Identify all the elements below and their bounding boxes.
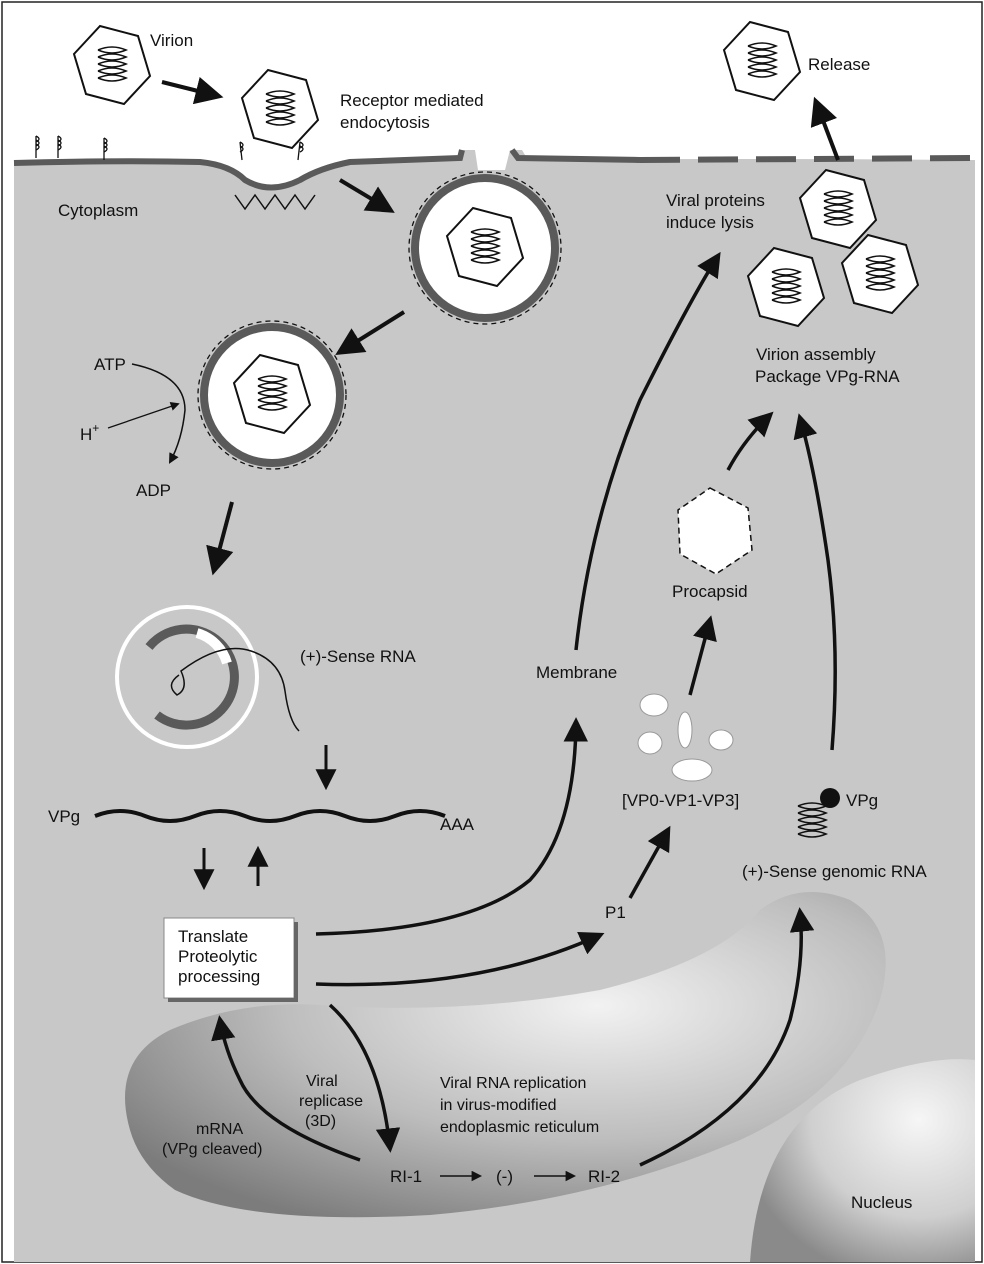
label-cytoplasm: Cytoplasm: [58, 201, 138, 220]
label-assembly-2: Package VPg-RNA: [755, 367, 900, 386]
arrow-to-uncoating: [206, 501, 234, 576]
label-adp: ADP: [136, 481, 171, 500]
label-replication-1: Viral RNA replication: [440, 1075, 586, 1092]
label-membrane: Membrane: [536, 663, 617, 682]
arrow-virion-to-receptor: [161, 76, 224, 105]
label-translate-2: Proteolytic: [178, 947, 258, 966]
arrow-to-p1: [315, 932, 605, 987]
translate-box: [163, 917, 298, 1002]
uncoating-capsid: [115, 605, 300, 749]
label-ri1: RI-1: [390, 1167, 422, 1186]
surface-receptors: [35, 135, 304, 161]
label-mrna-1: mRNA: [196, 1121, 243, 1138]
endosome-vesicle: [408, 171, 562, 325]
label-vp-proteins: [VP0-VP1-VP3]: [622, 791, 739, 810]
nucleus: [750, 1059, 975, 1262]
label-vpg-right: VPg: [846, 791, 878, 810]
arrow-p1-to-vp: [628, 825, 671, 899]
label-nucleus: Nucleus: [851, 1193, 912, 1212]
arrow-procapsid-to-assembly: [726, 411, 774, 471]
label-ri2: RI-2: [588, 1167, 620, 1186]
label-h-plus: H+: [80, 421, 99, 444]
arrow-mrna-up: [211, 1015, 361, 1162]
label-replication-3: endoplasmic reticulum: [440, 1119, 599, 1136]
label-lysis-1: Viral proteins: [666, 191, 765, 210]
label-lysis-2: induce lysis: [666, 213, 754, 232]
arrow-proton: [107, 402, 180, 429]
label-vpg-left: VPg: [48, 807, 80, 826]
arrow-atp-to-adp: [131, 363, 186, 464]
procapsid-shape: [677, 487, 753, 575]
label-virion: Virion: [150, 31, 193, 50]
label-procapsid: Procapsid: [672, 582, 748, 601]
coated-pit-spikes: [234, 193, 316, 211]
label-p1: P1: [605, 903, 626, 922]
arrow-release: [810, 96, 840, 161]
label-replication-2: in virus-modified: [440, 1097, 556, 1114]
label-replicase-1: Viral: [306, 1073, 338, 1090]
arrow-replicase: [328, 1003, 401, 1153]
label-replicase-3: (3D): [305, 1113, 336, 1130]
label-receptor-1: Receptor mediated: [340, 91, 484, 110]
arrow-to-endosome: [338, 178, 395, 213]
label-receptor-2: endocytosis: [340, 113, 430, 132]
arrow-membrane-to-lysis: [574, 251, 721, 651]
arrow-to-membrane: [315, 717, 589, 936]
label-release: Release: [808, 55, 870, 74]
arrow-vp-to-procapsid: [688, 615, 717, 696]
cell-membrane: [13, 148, 976, 191]
label-assembly-1: Virion assembly: [756, 345, 876, 364]
vpg-protein: [820, 788, 840, 808]
capsid-proteins: [637, 693, 734, 782]
mrna-strand: [94, 809, 446, 823]
label-mrna-2: (VPg cleaved): [162, 1141, 263, 1158]
acidified-endosome: [197, 320, 347, 470]
arrow-ri2-to-genomic: [639, 907, 815, 1167]
label-replicase-2: replicase: [299, 1093, 363, 1110]
label-aaa: AAA: [440, 815, 475, 834]
label-sense-rna: (+)-Sense RNA: [300, 647, 416, 666]
label-atp: ATP: [94, 355, 126, 374]
label-minus-strand: (-): [496, 1167, 513, 1186]
label-translate-3: processing: [178, 967, 260, 986]
label-genomic-rna: (+)-Sense genomic RNA: [742, 862, 927, 881]
arrow-to-acidified-endosome: [335, 310, 406, 355]
arrow-genomic-to-assembly: [793, 413, 837, 751]
label-translate-1: Translate: [178, 927, 248, 946]
